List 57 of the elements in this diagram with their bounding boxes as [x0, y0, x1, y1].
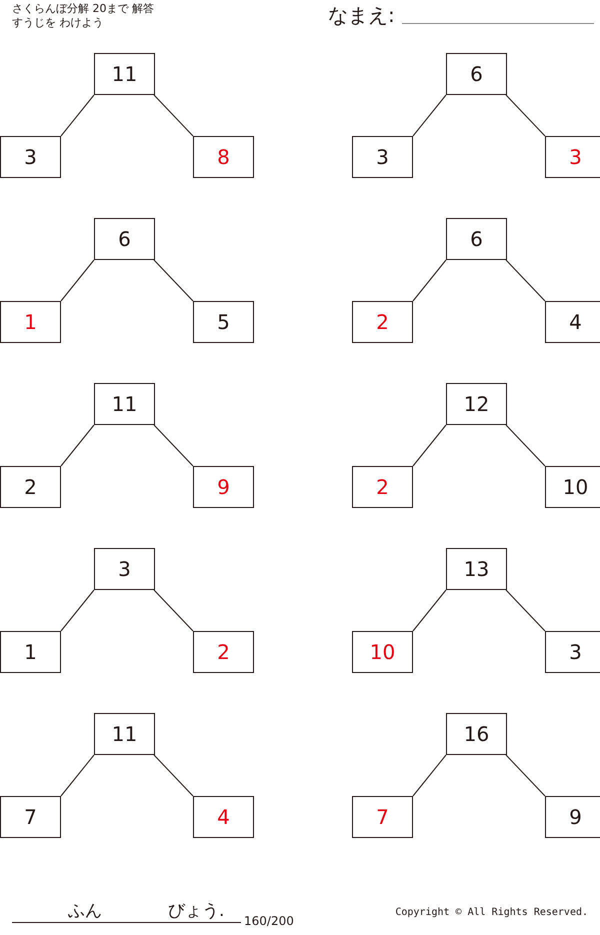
number-box: 3: [352, 136, 413, 178]
connector-line: [412, 260, 446, 302]
number-box: 2: [352, 301, 413, 343]
number-box: 9: [193, 466, 254, 508]
connector-line: [412, 590, 446, 632]
number-box: 10: [352, 631, 413, 673]
number-box: 4: [193, 796, 254, 838]
number-box: 2: [193, 631, 254, 673]
number-box: 11: [94, 713, 155, 755]
connector-line: [412, 754, 446, 796]
connector-line: [60, 424, 94, 466]
number-box: 13: [446, 548, 507, 590]
number-box: 9: [545, 796, 600, 838]
connector-line: [154, 590, 194, 632]
number-box: 7: [352, 796, 413, 838]
connector-line: [154, 754, 194, 796]
number-box: 11: [94, 53, 155, 95]
number-box: 11: [94, 383, 155, 425]
number-box: 6: [94, 218, 155, 260]
copyright-text: Copyright © All Rights Reserved.: [395, 907, 588, 919]
number-box: 1: [0, 301, 61, 343]
connector-line: [60, 260, 94, 302]
number-box: 8: [193, 136, 254, 178]
worksheet-title: さくらんぼ分解 20まで 解答: [12, 2, 154, 16]
connector-line: [506, 94, 546, 136]
number-box: 2: [352, 466, 413, 508]
number-box: 2: [0, 466, 61, 508]
connector-line: [412, 94, 446, 136]
connector-line: [412, 424, 446, 466]
connector-line: [60, 94, 94, 136]
number-box: 3: [94, 548, 155, 590]
number-box: 5: [193, 301, 254, 343]
connector-line: [506, 590, 546, 632]
minutes-label: ふん: [68, 900, 102, 922]
connector-line: [506, 260, 546, 302]
number-box: 3: [545, 631, 600, 673]
connector-line: [60, 754, 94, 796]
number-box: 4: [545, 301, 600, 343]
number-box: 12: [446, 383, 507, 425]
number-box: 6: [446, 53, 507, 95]
number-box: 1: [0, 631, 61, 673]
name-label: なまえ:: [328, 2, 395, 28]
page-number: 160/200: [244, 914, 294, 928]
connector-line: [506, 424, 546, 466]
number-box: 3: [0, 136, 61, 178]
connector-line: [154, 94, 194, 136]
number-box: 6: [446, 218, 507, 260]
instruction-text: すうじを わけよう: [12, 16, 104, 30]
connector-line: [506, 754, 546, 796]
number-box: 10: [545, 466, 600, 508]
seconds-label: びょう.: [168, 900, 224, 922]
number-box: 3: [545, 136, 600, 178]
number-box: 7: [0, 796, 61, 838]
connector-line: [60, 590, 94, 632]
number-box: 16: [446, 713, 507, 755]
connector-line: [154, 260, 194, 302]
connector-line: [154, 424, 194, 466]
